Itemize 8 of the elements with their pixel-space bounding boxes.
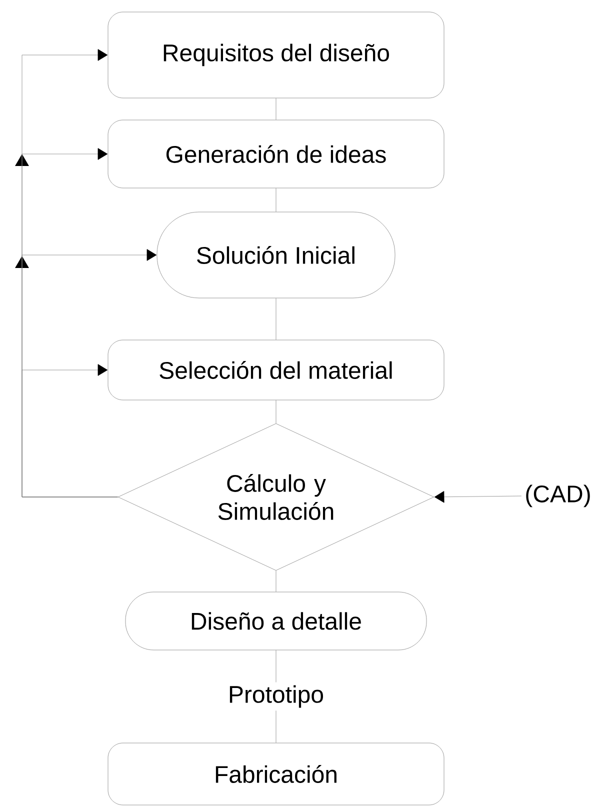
input-label: (CAD): [526, 484, 590, 508]
connector: [434, 491, 522, 503]
process-box: Selección del material: [108, 340, 444, 400]
process-box: Generación de ideas: [108, 120, 444, 188]
process-box: Requisitos del diseño: [108, 12, 444, 98]
edge-label: Prototipo: [224, 682, 328, 711]
process-box: Fabricación: [108, 742, 444, 806]
connector: [22, 364, 118, 498]
